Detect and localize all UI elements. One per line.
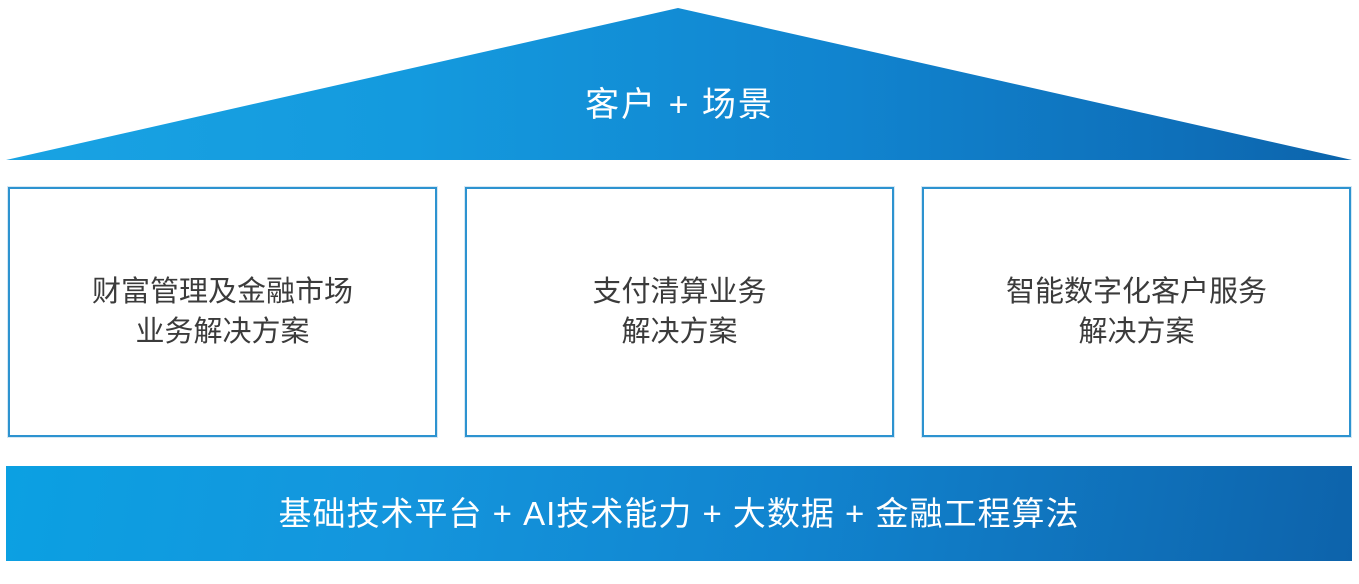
pillar-row: 财富管理及金融市场 业务解决方案 支付清算业务 解决方案 智能数字化客户服务 解… (8, 187, 1351, 437)
pillar-box-wealth-management[interactable]: 财富管理及金融市场 业务解决方案 (8, 187, 437, 437)
foundation-label: 基础技术平台 + AI技术能力 + 大数据 + 金融工程算法 (278, 495, 1080, 532)
pillar-box-payment-clearing[interactable]: 支付清算业务 解决方案 (465, 187, 894, 437)
pillar-label-line1: 支付清算业务 (592, 275, 767, 308)
roof-triangle-shape (6, 8, 1352, 160)
pillar-label-line1: 财富管理及金融市场 (91, 275, 353, 308)
pillar-box-intelligent-customer-service[interactable]: 智能数字化客户服务 解决方案 (922, 187, 1351, 437)
pillar-label-line2: 业务解决方案 (135, 316, 310, 348)
foundation-bar: 基础技术平台 + AI技术能力 + 大数据 + 金融工程算法 (6, 466, 1352, 561)
pillar-label-line2: 解决方案 (1078, 316, 1195, 348)
pillar-label-line2: 解决方案 (621, 316, 738, 348)
roof-triangle: 客户 + 场景 (0, 8, 1359, 162)
pillar-label-line1: 智能数字化客户服务 (1005, 275, 1267, 308)
